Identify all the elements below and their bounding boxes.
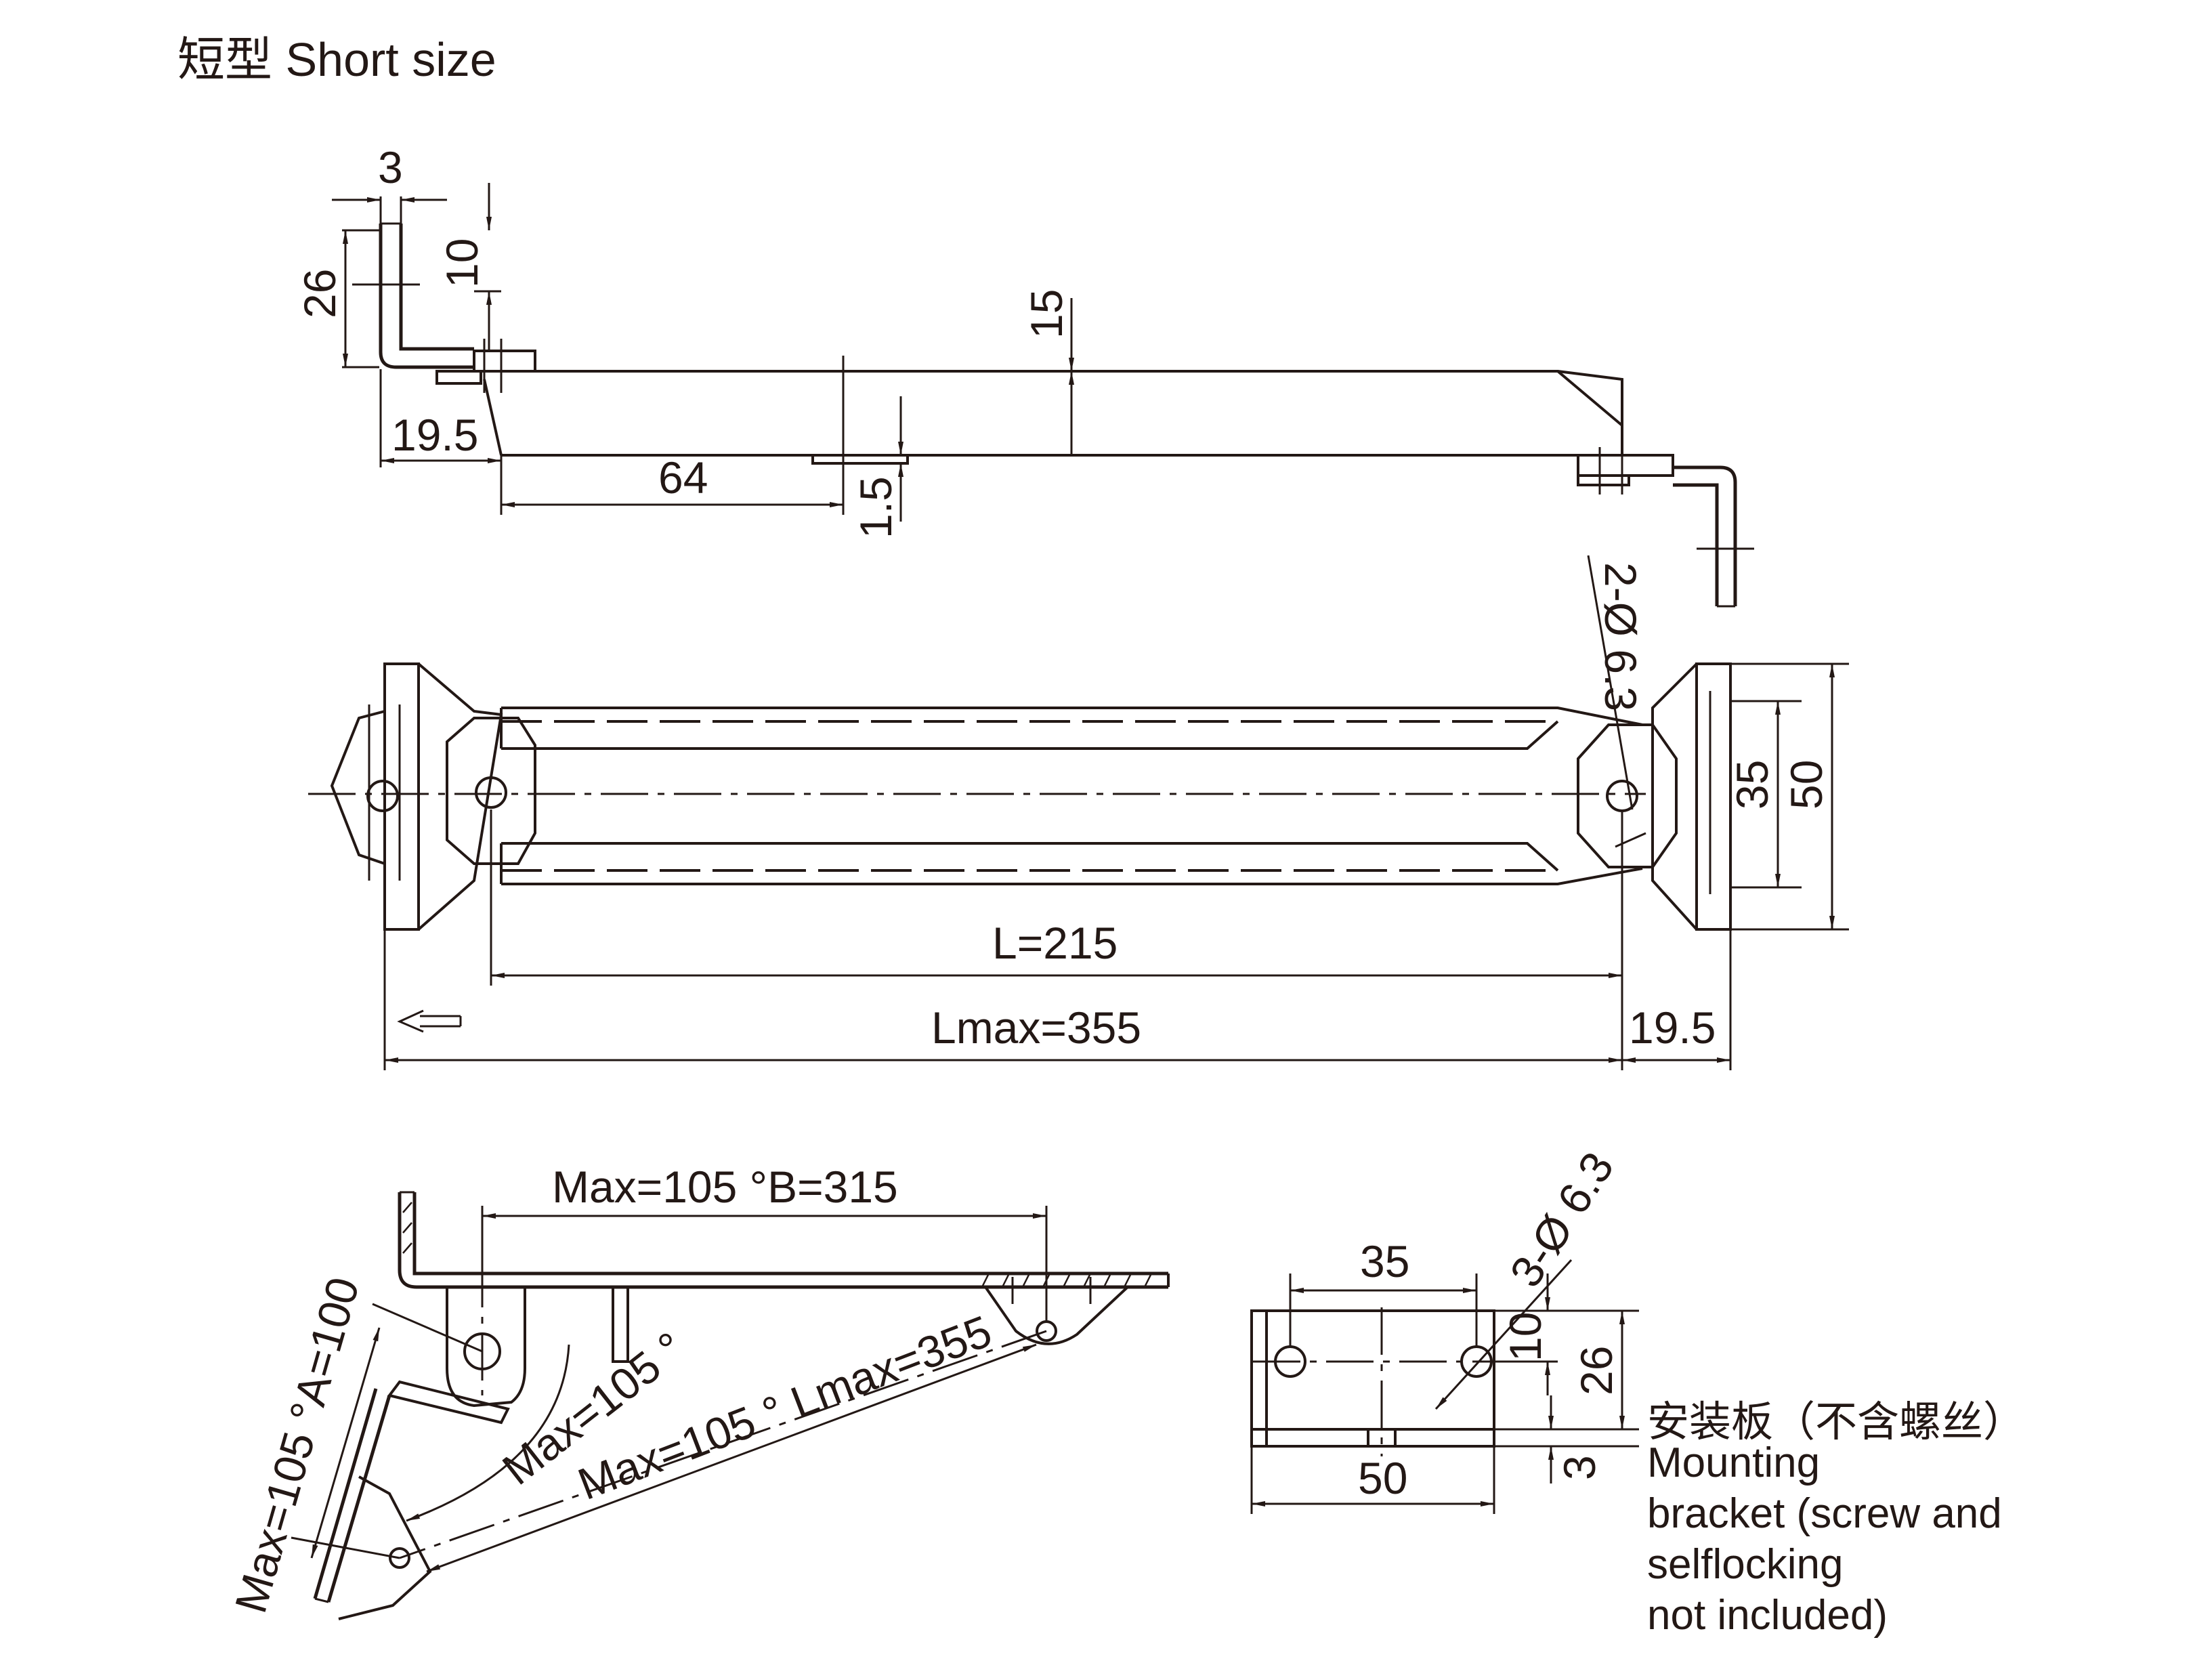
bracket-dim-3: 3 [1554,1455,1604,1480]
bracket-label-en-2: bracket (screw and [1647,1490,2002,1537]
dim-35: 35 [1727,760,1777,809]
dim-50: 50 [1781,760,1831,809]
bracket-hole-note: 3-Ø 6.3 [1500,1143,1623,1296]
bracket-dim-35: 35 [1360,1236,1409,1286]
bracket-label-cn: 安装板（不含螺丝） [1647,1399,2025,1446]
dim-10: 10 [437,238,487,288]
dim-64: 64 [658,452,708,503]
top-hole-note: 2-Ø 6.3 [1596,562,1646,711]
top-view: 2-Ø 6.3 35 50 L=215 Lmax=355 19.5 [308,555,1849,1070]
direction-arrow-icon [397,1009,462,1033]
dim-1-5: 1.5 [851,476,901,539]
dim-3: 3 [378,142,403,192]
open-view: Max=105 °B=315 Max=105 °A=100 Max=105 ° … [225,1162,1170,1620]
bracket-dim-50: 50 [1358,1453,1407,1503]
dim-A: Max=105 °A=100 [225,1271,368,1618]
dim-B: Max=105 °B=315 [552,1162,898,1212]
bracket-dim-26: 26 [1571,1346,1621,1395]
dim-15: 15 [1021,289,1071,339]
bracket-label-en-1: Mounting [1647,1439,1820,1486]
dim-19-5-top: 19.5 [1629,1003,1716,1053]
bracket-label-en-4: not included) [1647,1592,1888,1639]
bracket-dim-10: 10 [1500,1312,1550,1362]
bracket-view: 35 3-Ø 6.3 50 10 26 3 安装板（不含螺丝） Mounting… [1250,1143,2025,1639]
bracket-label-en-3: selflocking [1647,1541,1843,1588]
side-view: 3 26 10 15 19.5 64 1.5 [295,142,1754,608]
dim-Lmax-open: Max=105 ° Lmax=355 [571,1305,998,1509]
dim-19-5: 19.5 [391,410,478,460]
page-title: 短型 Short size [177,33,496,86]
dim-26: 26 [295,269,345,318]
dim-Lmax: Lmax=355 [931,1003,1141,1053]
dim-L: L=215 [992,918,1118,968]
